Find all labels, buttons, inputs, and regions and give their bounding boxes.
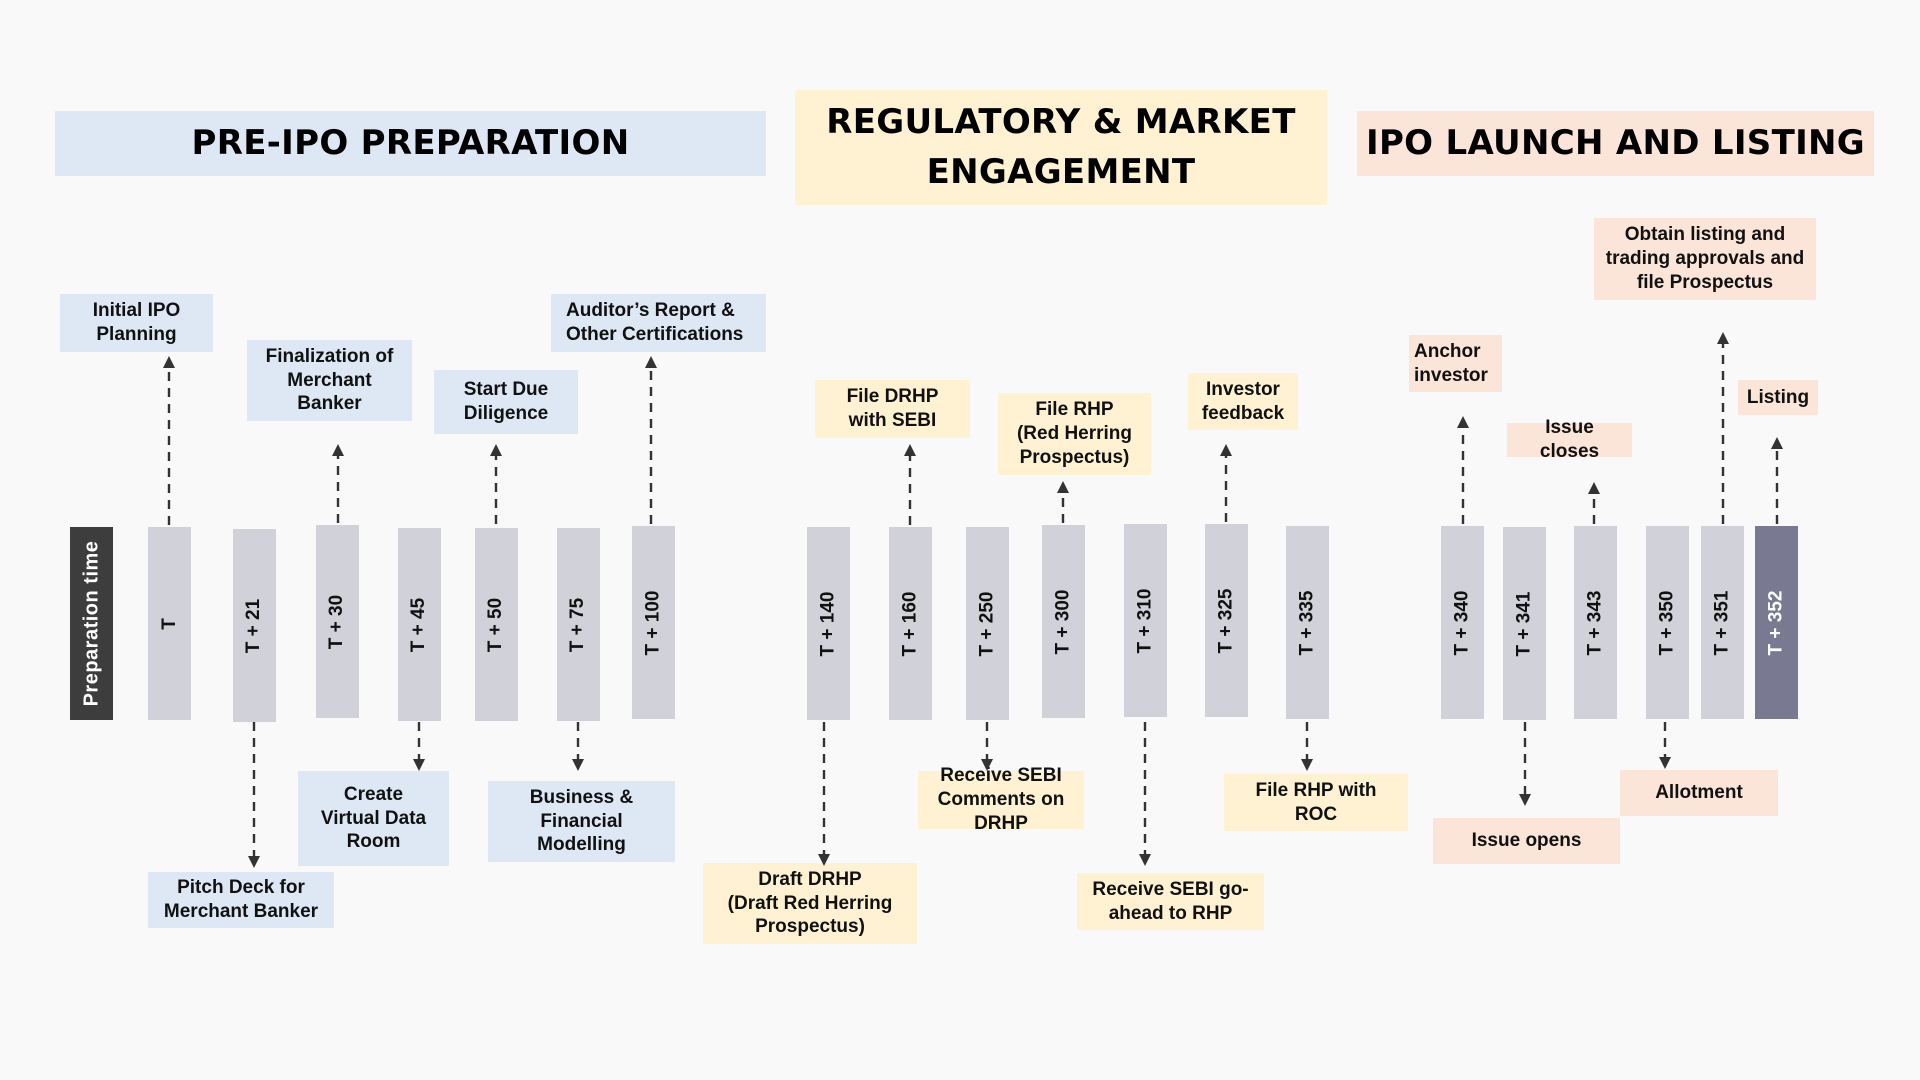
event-box-allotment: Allotment [1620, 770, 1778, 816]
milestone-label: T + 340 [1451, 590, 1473, 655]
milestone-bar: T [148, 527, 191, 720]
milestone-bar: T + 160 [889, 527, 932, 720]
milestone-label: T + 21 [243, 598, 265, 653]
milestone-bar: T + 50 [475, 528, 518, 721]
event-box-finalization-merchant-banker: Finalization of Merchant Banker [247, 340, 412, 421]
event-box-listing: Listing [1738, 380, 1818, 415]
milestone-bar: T + 310 [1124, 524, 1167, 717]
event-box-initial-ipo-planning: Initial IPO Planning [60, 294, 213, 352]
milestone-label: T + 343 [1584, 590, 1606, 655]
milestone-bar: T + 341 [1503, 527, 1546, 720]
milestone-bar: T + 350 [1646, 526, 1689, 719]
event-box-issue-opens: Issue opens [1433, 818, 1620, 864]
milestone-label: T + 140 [817, 591, 839, 656]
milestone-bar: T + 325 [1205, 524, 1248, 717]
milestone-label: T + 350 [1656, 590, 1678, 655]
milestone-label: T [158, 617, 180, 630]
milestone-label: T + 160 [899, 591, 921, 656]
event-box-virtual-data-room: Create Virtual Data Room [298, 771, 449, 866]
milestone-label: T + 30 [326, 594, 348, 649]
event-box-draft-drhp: Draft DRHP (Draft Red Herring Prospectus… [703, 863, 917, 944]
event-box-investor-feedback: Investor feedback [1188, 373, 1298, 430]
milestone-label: T + 45 [408, 597, 430, 652]
milestone-label: T + 100 [642, 590, 664, 655]
axis-label-bar: Preparation time [70, 527, 113, 720]
milestone-bar: T + 75 [557, 528, 600, 721]
milestone-bar: T + 140 [807, 527, 850, 720]
event-box-anchor-investor: Anchor investor [1409, 335, 1502, 392]
milestone-label: T + 250 [976, 591, 998, 656]
milestone-bar-final: T + 352 [1755, 526, 1798, 719]
event-box-pitch-deck: Pitch Deck for Merchant Banker [148, 872, 334, 928]
event-box-business-financial-modelling: Business & Financial Modelling [488, 781, 675, 862]
event-box-issue-closes: Issue closes [1507, 417, 1632, 462]
milestone-bar: T + 250 [966, 527, 1009, 720]
milestone-label: T + 325 [1215, 588, 1237, 653]
milestone-label: T + 75 [567, 597, 589, 652]
milestone-bar: T + 340 [1441, 526, 1484, 719]
event-box-obtain-listing-approvals: Obtain listing and trading approvals and… [1594, 218, 1816, 300]
milestone-bar: T + 21 [233, 529, 276, 722]
milestone-bar: T + 335 [1286, 526, 1329, 719]
milestone-bar: T + 45 [398, 528, 441, 721]
milestone-label: T + 351 [1711, 590, 1733, 655]
milestone-bar: T + 343 [1574, 526, 1617, 719]
milestone-label: T + 300 [1052, 589, 1074, 654]
phase-header-pre-ipo: PRE-IPO PREPARATION [55, 111, 766, 176]
milestone-label: T + 341 [1513, 591, 1535, 656]
event-box-sebi-comments: Receive SEBI Comments on DRHP [918, 765, 1084, 834]
milestone-bar: T + 100 [632, 526, 675, 719]
milestone-label: T + 335 [1296, 590, 1318, 655]
event-box-file-rhp-roc: File RHP with ROC [1224, 774, 1408, 831]
event-box-due-diligence: Start Due Diligence [434, 370, 578, 434]
event-box-auditors-report: Auditor’s Report & Other Certifications [551, 294, 766, 352]
milestone-bar: T + 30 [316, 525, 359, 718]
event-box-file-drhp-sebi: File DRHP with SEBI [815, 380, 970, 438]
event-box-sebi-go-ahead: Receive SEBI go- ahead to RHP [1077, 873, 1264, 930]
phase-header-launch: IPO LAUNCH AND LISTING [1357, 111, 1874, 176]
phase-header-regulatory: REGULATORY & MARKET ENGAGEMENT [795, 90, 1327, 205]
milestone-label: T + 310 [1134, 588, 1156, 653]
milestone-bar: T + 300 [1042, 525, 1085, 718]
milestone-bar: T + 351 [1701, 526, 1744, 719]
milestone-label: T + 50 [485, 597, 507, 652]
milestone-label: T + 352 [1765, 590, 1787, 655]
axis-label: Preparation time [80, 540, 103, 707]
event-box-file-rhp: File RHP (Red Herring Prospectus) [998, 393, 1151, 475]
